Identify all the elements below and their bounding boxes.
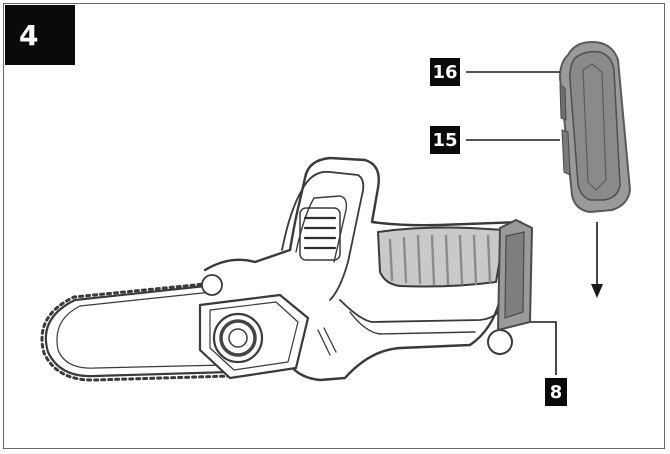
figure-number-label: 4: [5, 5, 75, 65]
battery-pack: [558, 40, 632, 214]
chainsaw-body: [40, 156, 527, 382]
leader-line-8: [528, 321, 557, 375]
callout-8: 8: [545, 378, 567, 406]
battery-mount: [496, 218, 534, 332]
insertion-arrow: [591, 222, 603, 298]
callout-16: 16: [430, 58, 460, 86]
callout-15: 15: [430, 126, 460, 154]
